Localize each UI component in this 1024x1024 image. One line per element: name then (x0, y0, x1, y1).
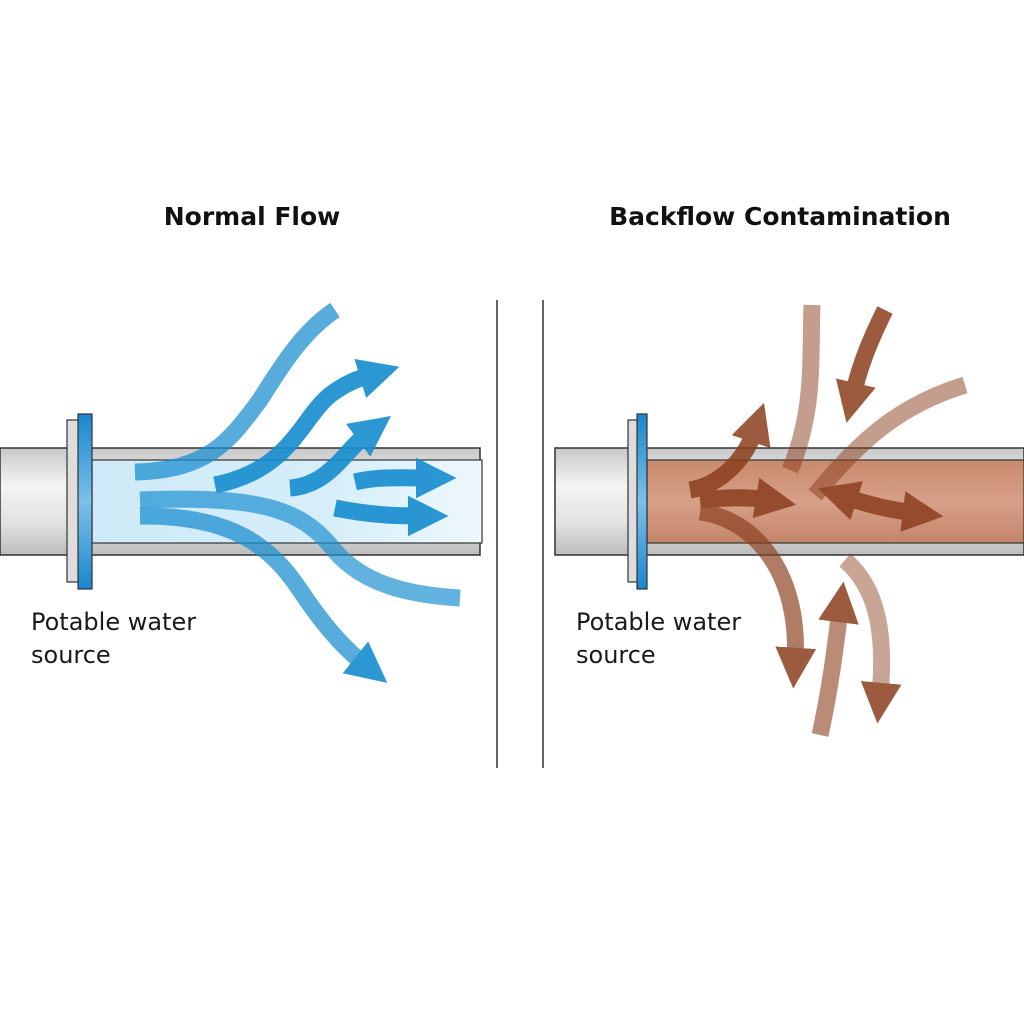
backflow-arrow (698, 503, 817, 689)
backflow-arrow (839, 553, 902, 724)
backflow-arrows (688, 304, 968, 737)
contaminated-pipe (554, 413, 1024, 590)
flow-arrow (353, 457, 457, 499)
backflow-arrow (699, 477, 797, 519)
backflow-double-arrow (817, 481, 944, 532)
flow-arrow (288, 416, 391, 497)
label-line: Potable water (31, 608, 197, 636)
label-line: source (31, 641, 111, 669)
panel-title-normal-flow: Normal Flow (163, 202, 341, 231)
flow-arrow (134, 302, 340, 481)
label-line: source (576, 641, 656, 669)
backflow-arrow (808, 376, 968, 501)
label-line: Potable water (576, 608, 742, 636)
source-label-left: Potable water source (31, 606, 196, 672)
flow-arrow (139, 507, 388, 683)
panel-title-backflow: Backflow Contamination (609, 202, 951, 231)
flow-arrow (333, 495, 449, 537)
backflow-arrow (688, 402, 771, 499)
backflow-arrow (782, 304, 821, 474)
flow-arrow (213, 358, 400, 494)
backflow-arrow (811, 581, 859, 737)
source-label-right: Potable water source (576, 606, 741, 672)
backflow-arrow (835, 306, 893, 423)
clean-water-arrows (134, 302, 461, 683)
flow-arrow (139, 490, 461, 607)
